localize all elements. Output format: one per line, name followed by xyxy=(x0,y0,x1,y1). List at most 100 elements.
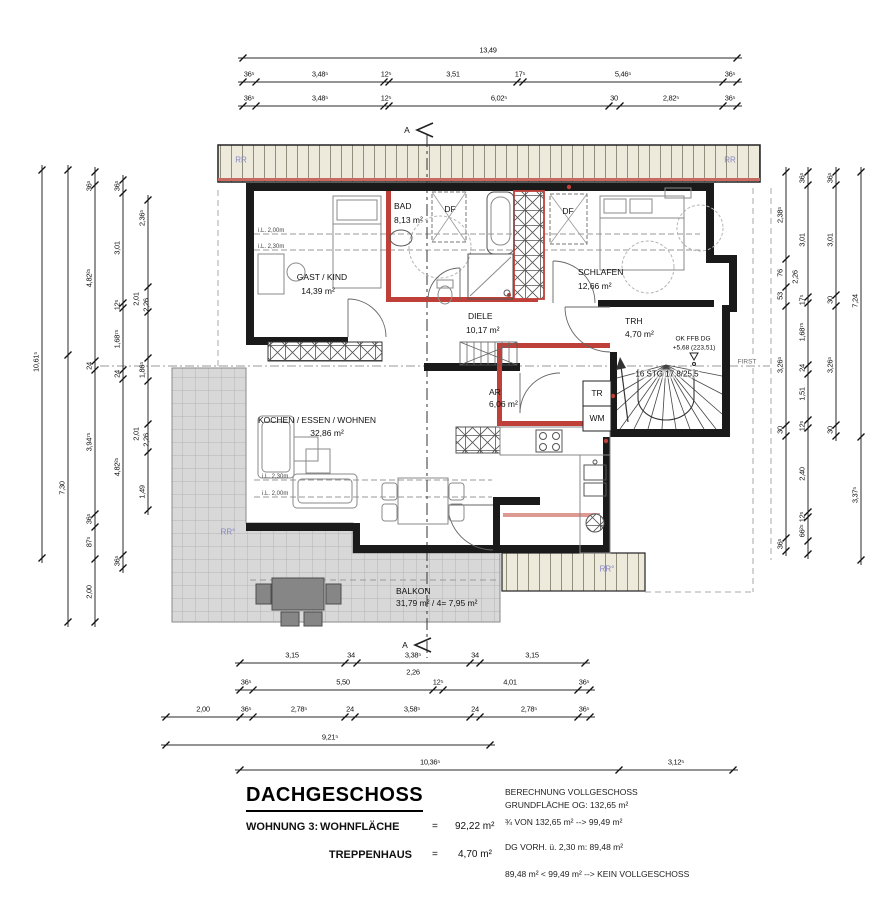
section-label-top: A xyxy=(404,125,410,135)
furniture xyxy=(257,187,692,554)
dim-label: 3,26⁵ xyxy=(775,356,785,374)
stair-count-label: 16 STG 17,8/25,5 xyxy=(634,369,700,379)
eq-sign-2: = xyxy=(432,849,438,860)
room-area-schlafen: 12,66 m² xyxy=(578,281,612,291)
dim-label: 2,26 xyxy=(790,270,800,284)
bed-schlafen xyxy=(599,195,685,271)
sofa-2 xyxy=(292,473,358,509)
room-area-trh: 4,70 m² xyxy=(625,329,654,339)
roof-strip-top xyxy=(217,144,761,183)
dim-label: 34 xyxy=(347,650,355,660)
dim-label: 3,38⁵ xyxy=(404,650,422,660)
dim-label: 2,36⁵ xyxy=(137,209,147,227)
stove-icon xyxy=(535,429,563,453)
stairwell-value: 4,70 m² xyxy=(458,849,492,860)
dim-label: 36⁵ xyxy=(84,513,94,525)
dim-label: 30 xyxy=(825,296,835,304)
dim-label: 36⁵ xyxy=(84,180,94,192)
dim-label: 4,82²⁵ xyxy=(112,457,122,477)
room-area-bad: 8,13 m² xyxy=(394,215,423,225)
dim-label: 3,94⁷⁵ xyxy=(84,432,94,452)
dim-label: 3,58⁵ xyxy=(403,704,421,714)
balcony-furniture xyxy=(255,577,342,627)
dim-label: 24 xyxy=(797,364,807,372)
shower-icon xyxy=(467,253,514,300)
sink-icon xyxy=(389,229,413,247)
dim-label: 36⁵ xyxy=(240,704,252,714)
drawing-title: DACHGESCHOSS xyxy=(246,784,424,812)
level-marker-icon xyxy=(689,352,699,366)
dim-label: 76 xyxy=(775,269,785,277)
dim-label: 7,30 xyxy=(57,481,67,495)
dim-label: 24 xyxy=(112,370,122,378)
door-swings xyxy=(347,260,611,551)
room-label-gast: GAST / KIND xyxy=(296,272,348,282)
tr-wm-boxes xyxy=(582,380,612,432)
height-circles xyxy=(408,204,724,294)
section-arrow-top-icon xyxy=(415,122,434,138)
desk-chair xyxy=(286,262,306,282)
dim-label: 13,49 xyxy=(479,45,497,55)
section-line xyxy=(413,122,434,658)
dim-label: 5,50 xyxy=(336,677,350,687)
dim-label: 36⁵ xyxy=(112,555,122,567)
level-label-2: +5,68 (223,51) xyxy=(672,344,716,352)
closet-hatches xyxy=(267,190,545,454)
dim-label: 4,82²⁵ xyxy=(84,268,94,288)
desk xyxy=(257,253,285,295)
dim-label: 2,82⁵ xyxy=(662,93,680,103)
dim-label: 36⁵ xyxy=(724,93,736,103)
dim-label: 12⁵ xyxy=(797,420,807,432)
kitchen-pantry xyxy=(455,426,501,454)
dim-label: 2,40 xyxy=(797,467,807,481)
boiler-icon xyxy=(585,513,605,533)
ridge-label: FIRST xyxy=(735,358,759,366)
dim-label: 36⁵ xyxy=(578,704,590,714)
dim-label: 4,01 xyxy=(503,677,517,687)
dim-label: 36⁵ xyxy=(775,538,785,550)
dim-label: 34 xyxy=(471,650,479,660)
dining-table xyxy=(397,477,449,525)
dim-label: 3,01 xyxy=(797,233,807,247)
room-area-diele: 10,17 m² xyxy=(466,325,500,335)
eq-sign-1: = xyxy=(432,821,438,832)
dim-label: 1,86⁵ xyxy=(137,361,147,379)
dim-label: 3,48⁵ xyxy=(311,69,329,79)
dim-label: 12⁵ xyxy=(380,69,392,79)
room-label-diele: DIELE xyxy=(468,311,493,321)
dim-label: 12⁵ xyxy=(380,93,392,103)
dim-label: 24 xyxy=(346,704,354,714)
dim-label: 87⁵ xyxy=(84,536,94,548)
calc-line-1: BERECHNUNG VOLLGESCHOSS xyxy=(505,787,638,797)
dim-label: 1,51 xyxy=(797,387,807,401)
height-line-200-wohnen: i.L. 2,00m xyxy=(262,491,289,497)
dim-label: 36⁵ xyxy=(578,677,590,687)
dim-label: 9,21⁵ xyxy=(321,732,339,742)
dim-label-sub: 2,26 xyxy=(406,667,420,677)
dim-label: 24 xyxy=(84,362,94,370)
walls-red xyxy=(386,191,610,426)
dim-label: 36⁵ xyxy=(243,69,255,79)
rr-label-balcony: RR° xyxy=(220,527,236,537)
dim-label: 3,15 xyxy=(525,650,539,660)
dim-label: 36⁵ xyxy=(797,172,807,184)
mini-stair xyxy=(459,341,518,366)
dim-label: 17⁵ xyxy=(797,294,807,306)
dim-label: 36⁵ xyxy=(243,93,255,103)
dim-label: 3,01 xyxy=(825,233,835,247)
dim-label: 3,37⁵ xyxy=(850,486,860,504)
dim-label: 2,00 xyxy=(196,704,210,714)
dim-label: 1,68⁷⁵ xyxy=(112,329,122,349)
shaft-bad xyxy=(513,190,545,300)
dim-label: 10,36⁵ xyxy=(419,757,441,767)
dim-label: 24 xyxy=(471,704,479,714)
dim-label: 53 xyxy=(775,292,785,300)
dim-label: 3,26⁵ xyxy=(825,356,835,374)
room-label-bad: BAD xyxy=(394,201,412,211)
roof-windows xyxy=(431,191,588,245)
room-label-wohnen: KOCHEN / ESSEN / WOHNEN xyxy=(257,415,377,425)
dim-label: 30 xyxy=(775,426,785,434)
dim-label: 10,61⁵ xyxy=(31,351,41,373)
